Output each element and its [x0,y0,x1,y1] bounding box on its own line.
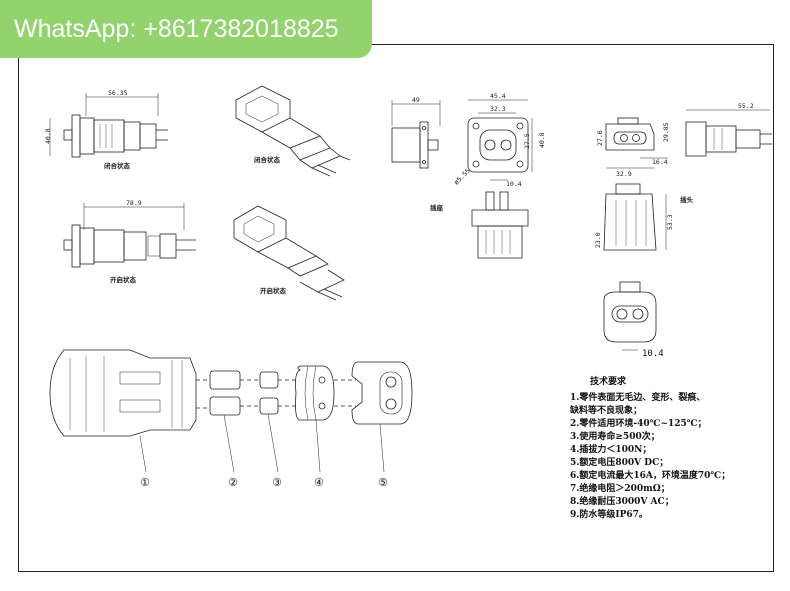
exploded-assembly [49,349,413,473]
requirement-2: 2.零件适用环境-40℃~125℃； [570,417,707,429]
requirement-9: 9.防水等级IP67。 [570,508,648,520]
dim-plug-d1: 16.4 [652,158,668,166]
caption-socket: 插座 [430,203,444,212]
dim-plug-face: 10.4 [642,349,664,359]
part-label-3: ③ [272,476,282,489]
closed-side-view: 56.35 40.8 闭合状态 [44,89,168,170]
requirement-8: 8.绝缘耐压3000V AC； [570,495,674,507]
dim-plug-width: 55.2 [738,102,754,110]
caption-plug: 插头 [680,195,694,204]
part-labels: ① ② ③ ④ ⑤ [140,476,388,489]
dim-plug-side-h2: 53.3 [666,214,674,230]
requirement-7: 7.绝缘电阻＞200mΩ； [570,482,670,494]
requirement-4: 4.插拔力＜100N； [570,443,651,455]
part-label-5: ⑤ [378,476,388,489]
caption-closed-iso: 闭合状态 [254,155,281,164]
dim-socket-inner: 32.3 [490,105,506,113]
dim-plug-w2: 32.9 [616,170,632,178]
requirement-1b: 缺料等不良现象； [569,404,642,416]
caption-open-side: 开启状态 [110,275,137,284]
dim-plug-h2: 29.85 [662,122,670,142]
caption-closed-side: 闭合状态 [104,161,131,170]
dim-closed-width: 56.35 [108,89,128,97]
dim-socket-pin: 10.4 [506,180,522,188]
dim-socket-depth: 49 [412,96,420,104]
dim-socket-inner-h: 27.5 [523,133,531,149]
drawing-frame [18,44,774,572]
requirement-3: 3.使用寿命≥500次； [570,430,660,442]
requirement-6: 6.额定电流最大16A，环境温度70℃； [570,469,730,481]
plug-elevation-view: 23.0 53.3 [594,183,674,251]
part-label-4: ④ [314,476,324,489]
requirements-title: 技术要求 [590,375,627,387]
closed-iso-view: 闭合状态 [235,85,351,177]
caption-open-iso: 开启状态 [260,286,287,295]
open-iso-view: 开启状态 [233,205,345,301]
socket-side-view: 49 [391,96,441,169]
dim-closed-height: 40.8 [44,128,52,144]
technical-requirements: 技术要求 1.零件表面无毛边、变形、裂痕、 缺料等不良现象； 2.零件适用环境-… [569,375,730,520]
requirement-5: 5.额定电压800V DC； [570,456,668,468]
part-label-1: ① [140,476,150,489]
whatsapp-banner[interactable]: WhatsApp: +8617382018825 [0,0,372,58]
requirement-1: 1.零件表面无毛边、变形、裂痕、 [570,391,705,403]
dim-socket-height: 40.8 [538,132,546,148]
dim-plug-side-h1: 23.0 [594,232,602,248]
part-label-2: ② [228,476,238,489]
plug-front-view: 27.6 29.85 16.4 32.9 [596,117,670,178]
dim-socket-hole: ø5.55 [452,167,472,187]
open-side-view: 78.9 开启状态 [63,199,196,284]
plug-face-view: 10.4 [603,281,664,359]
dim-plug-h1: 27.6 [596,130,604,146]
plug-side-view: 55.2 插头 [680,102,772,204]
socket-front-view: 45.4 32.3 40.8 27.5 ø5.55 10.4 [452,92,546,188]
dim-socket-width: 45.4 [490,92,506,100]
dim-open-width: 78.9 [126,199,142,207]
socket-iso-view: 插座 [430,191,529,259]
